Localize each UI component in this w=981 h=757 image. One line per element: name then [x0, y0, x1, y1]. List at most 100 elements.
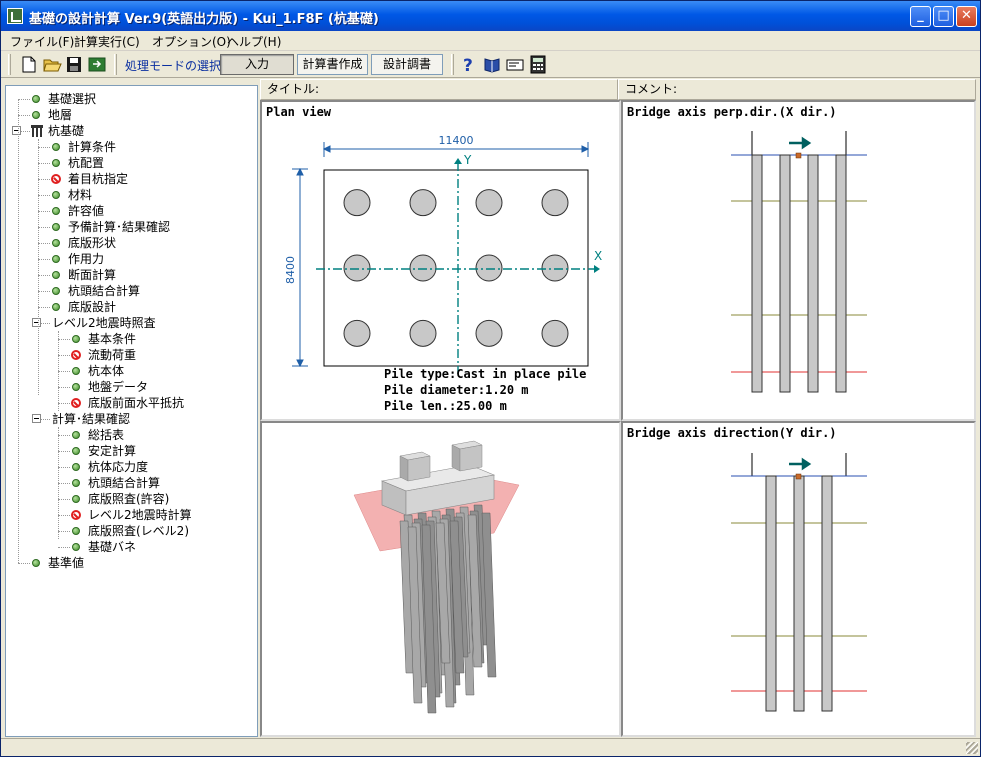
tree-collapse-toggle[interactable]: [32, 414, 41, 423]
pile-circle: [409, 254, 437, 282]
tree-connector: [58, 547, 70, 548]
pile-circle: [409, 319, 437, 347]
mode-input-button[interactable]: 入力: [220, 54, 294, 75]
tree-item-label: 底版設計: [68, 300, 117, 314]
close-button[interactable]: ✕: [956, 6, 977, 27]
calculator-icon[interactable]: [528, 55, 548, 74]
tree-item-label: 底版照査(レベル2): [88, 524, 189, 538]
tree-item-label: 杭体応力度: [88, 460, 149, 474]
menu-options[interactable]: オプション(O): [152, 35, 231, 49]
pile-elevation: [793, 475, 805, 712]
navigation-tree[interactable]: 基礎選択地層杭基礎計算条件杭配置着目杭指定材料許容値予備計算･結果確認底版形状作…: [5, 85, 258, 737]
status-ok-icon: [72, 383, 80, 391]
status-ok-icon: [52, 287, 60, 295]
resize-grip[interactable]: [966, 742, 978, 754]
tree-connector: [58, 371, 70, 372]
pile-circle: [343, 189, 371, 217]
tree-connector: [58, 531, 70, 532]
tree-collapse-toggle[interactable]: [32, 318, 41, 327]
load-point-marker: [795, 473, 802, 480]
tree-collapse-toggle[interactable]: [12, 126, 21, 135]
tree-connector: [38, 275, 50, 276]
status-ok-icon: [52, 191, 60, 199]
status-ok-icon: [72, 431, 80, 439]
menu-file[interactable]: ファイル(F): [10, 35, 75, 49]
tree-connector: [58, 483, 70, 484]
force-direction-arrow: [789, 136, 812, 150]
plan-view-panel[interactable]: Plan view 11400 8400 Y: [260, 100, 621, 421]
tree-item-label: 基礎バネ: [88, 540, 137, 554]
column-block-front: [459, 444, 483, 472]
pile-diameter-text: Pile diameter:1.20 m: [384, 383, 529, 397]
tree-item-label: 底版前面水平抵抗: [88, 396, 185, 410]
status-ok-icon: [32, 111, 40, 119]
menu-calculate[interactable]: 計算実行(C): [74, 35, 140, 49]
plan-view-title: Plan view: [266, 105, 332, 119]
card-icon[interactable]: [505, 55, 525, 74]
height-dimension-label: 8400: [284, 256, 297, 284]
window-title: 基礎の設計計算 Ver.9(英語出力版) - Kui_1.F8F (杭基礎): [29, 12, 379, 27]
pile-length-text: Pile len.:25.00 m: [384, 399, 507, 413]
status-not-set-icon: [71, 350, 81, 360]
mode-design-sheet-button[interactable]: 設計調書: [371, 54, 443, 75]
new-file-icon[interactable]: [19, 55, 39, 74]
tree-connector: [38, 139, 39, 395]
status-ok-icon: [72, 495, 80, 503]
tree-item-label: 基礎選択: [48, 92, 97, 106]
tree-connector: [38, 419, 50, 420]
title-bar[interactable]: 基礎の設計計算 Ver.9(英語出力版) - Kui_1.F8F (杭基礎) _…: [1, 1, 980, 31]
tree-connector: [58, 435, 70, 436]
pile-grid: [343, 189, 569, 347]
pile-circle: [343, 254, 371, 282]
tree-item-label: レベル2地震時照査: [52, 316, 156, 330]
toolbar-grip[interactable]: [8, 54, 11, 75]
status-ok-icon: [52, 143, 60, 151]
status-not-set-icon: [71, 510, 81, 520]
3d-pile-foundation-drawing: [353, 440, 520, 714]
toolbar: 処理モードの選択 入力 計算書作成 設計調書 ?: [1, 51, 980, 78]
tree-connector: [38, 291, 50, 292]
tree-item-label: 杭頭結合計算: [68, 284, 141, 298]
pile-elevation: [765, 475, 777, 712]
x-direction-view-panel[interactable]: Bridge axis perp.dir.(X dir.): [621, 100, 976, 421]
minimize-button[interactable]: _: [910, 6, 931, 27]
title-column-header[interactable]: タイトル:: [260, 79, 618, 100]
status-ok-icon: [52, 159, 60, 167]
x-direction-drawing: [731, 131, 867, 393]
pile-circle: [541, 189, 569, 217]
tree-connector: [58, 331, 59, 411]
tree-connector: [18, 99, 30, 100]
pile-foundation-icon: [31, 125, 43, 137]
pile-circle: [541, 254, 569, 282]
y-direction-drawing: [731, 453, 867, 712]
load-point-marker: [795, 152, 802, 159]
help-icon[interactable]: ?: [459, 55, 479, 74]
tree-item-label: 杭基礎: [48, 124, 85, 138]
tree-connector: [38, 211, 50, 212]
tree-item-label: 総括表: [88, 428, 125, 442]
open-folder-icon[interactable]: [42, 55, 62, 74]
tree-connector: [58, 499, 70, 500]
force-direction-arrow: [789, 457, 812, 471]
y-direction-view-panel[interactable]: Bridge axis direction(Y dir.): [621, 421, 976, 737]
pile-elevation: [751, 154, 763, 393]
status-ok-icon: [52, 207, 60, 215]
column-block-front: [407, 455, 431, 482]
3d-view-panel[interactable]: [260, 421, 621, 737]
pile-elevation: [835, 154, 847, 393]
pile-circle: [343, 319, 371, 347]
tree-item-label: 底版照査(許容): [88, 492, 170, 506]
comment-column-header[interactable]: コメント:: [618, 79, 976, 100]
menu-help[interactable]: ヘルプ(H): [227, 35, 282, 49]
pile-type-text: Pile type:Cast in place pile: [384, 367, 587, 381]
export-icon[interactable]: [87, 55, 107, 74]
maximize-button[interactable]: □: [933, 6, 954, 27]
book-icon[interactable]: [482, 55, 502, 74]
tree-connector: [38, 243, 50, 244]
tree-connector: [18, 563, 30, 564]
tree-connector: [38, 323, 50, 324]
toolbar-separator: [114, 54, 117, 75]
tree-item-label: 断面計算: [68, 268, 117, 282]
mode-report-button[interactable]: 計算書作成: [297, 54, 368, 75]
save-icon[interactable]: [64, 55, 84, 74]
